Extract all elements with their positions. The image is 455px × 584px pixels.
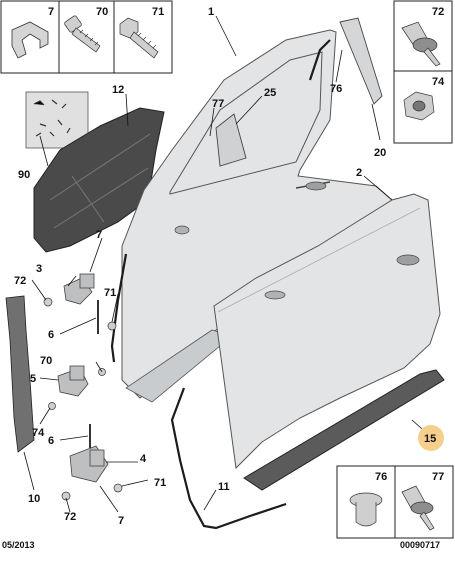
outer-door-handle-icon [396, 254, 420, 266]
part-label-72a: 72 [14, 275, 26, 287]
part-label-70-box: 70 [96, 6, 108, 18]
parts-box-screw-72: 72 [393, 0, 453, 72]
parts-box-screw-70: 70 [58, 0, 115, 74]
middle-hinge-5 [57, 365, 89, 397]
part-label-72b: 72 [64, 511, 76, 523]
part-label-77-box: 77 [432, 471, 444, 483]
part-label-3: 3 [36, 263, 42, 275]
torx-screw-icon [401, 21, 441, 67]
door-seal-11 [170, 39, 331, 530]
bolt-74-icon [48, 402, 56, 410]
parts-box-screw-77: 77 [394, 465, 454, 539]
part-label-2: 2 [356, 167, 362, 179]
hex-screw-icon [119, 17, 159, 59]
leader-lines [23, 15, 431, 513]
part-label-72-box: 72 [432, 6, 444, 18]
part-label-76: 76 [330, 83, 342, 95]
pillar-trim-20 [339, 17, 383, 105]
front-door-shell-1 [121, 29, 393, 403]
part-label-12: 12 [112, 84, 124, 96]
part-label-6b: 6 [48, 435, 54, 447]
window-trim-25 [215, 113, 247, 167]
door-outer-skin-2 [213, 193, 441, 470]
bolt-71b-icon [113, 483, 123, 493]
part-label-15: 15 [424, 433, 436, 445]
part-label-7a: 7 [96, 229, 102, 241]
torx-screw-small-icon [401, 485, 435, 531]
push-clip-icon [349, 492, 383, 527]
part-label-76-box: 76 [375, 471, 387, 483]
part-label-20: 20 [374, 147, 386, 159]
part-label-4: 4 [140, 453, 147, 465]
pillar-seal-10 [5, 295, 35, 453]
footer-date: 05/2013 [2, 540, 35, 550]
part-label-7-box: 7 [48, 6, 54, 18]
part-label-71b: 71 [154, 477, 166, 489]
highlight-15 [418, 425, 444, 451]
upper-hinge-3 [63, 273, 95, 305]
part-label-1: 1 [208, 6, 214, 18]
parts-box-nut-74: 74 [393, 70, 453, 144]
part-label-74-box: 74 [432, 76, 445, 88]
footer-ref: 00090717 [400, 540, 440, 550]
part-label-90: 90 [18, 169, 30, 181]
lower-moulding-strip-15 [243, 369, 445, 491]
hex-nut-icon [403, 91, 435, 121]
clip-icon [11, 21, 49, 59]
parts-box-clip-76: 76 [336, 465, 396, 539]
door-inner-panel-12 [33, 107, 165, 253]
part-label-6a: 6 [48, 329, 54, 341]
flange-bolt-icon [64, 15, 101, 53]
front-door-handle-icon [305, 181, 327, 191]
parts-box-screw-71: 71 [113, 0, 173, 74]
part-label-77: 77 [212, 98, 224, 110]
part-label-25: 25 [264, 87, 276, 99]
part-label-10: 10 [28, 493, 40, 505]
part-label-7b: 7 [118, 515, 124, 527]
part-label-11: 11 [218, 481, 230, 493]
bolt-71-icon [107, 321, 117, 331]
part-labels: 1 2 3 4 5 6 6 7 7 10 11 12 15 20 25 70 7… [14, 6, 444, 527]
parts-box-clip-7: 7 [0, 0, 60, 74]
bolt-72b-icon [61, 491, 71, 501]
part-label-71-box: 71 [152, 6, 164, 18]
part-label-71a: 71 [104, 287, 116, 299]
lower-hinge-4 [69, 445, 109, 483]
part-label-74: 74 [32, 427, 45, 439]
part-label-70: 70 [40, 355, 52, 367]
trim-module-90 [25, 91, 89, 149]
part-label-5: 5 [30, 373, 36, 385]
